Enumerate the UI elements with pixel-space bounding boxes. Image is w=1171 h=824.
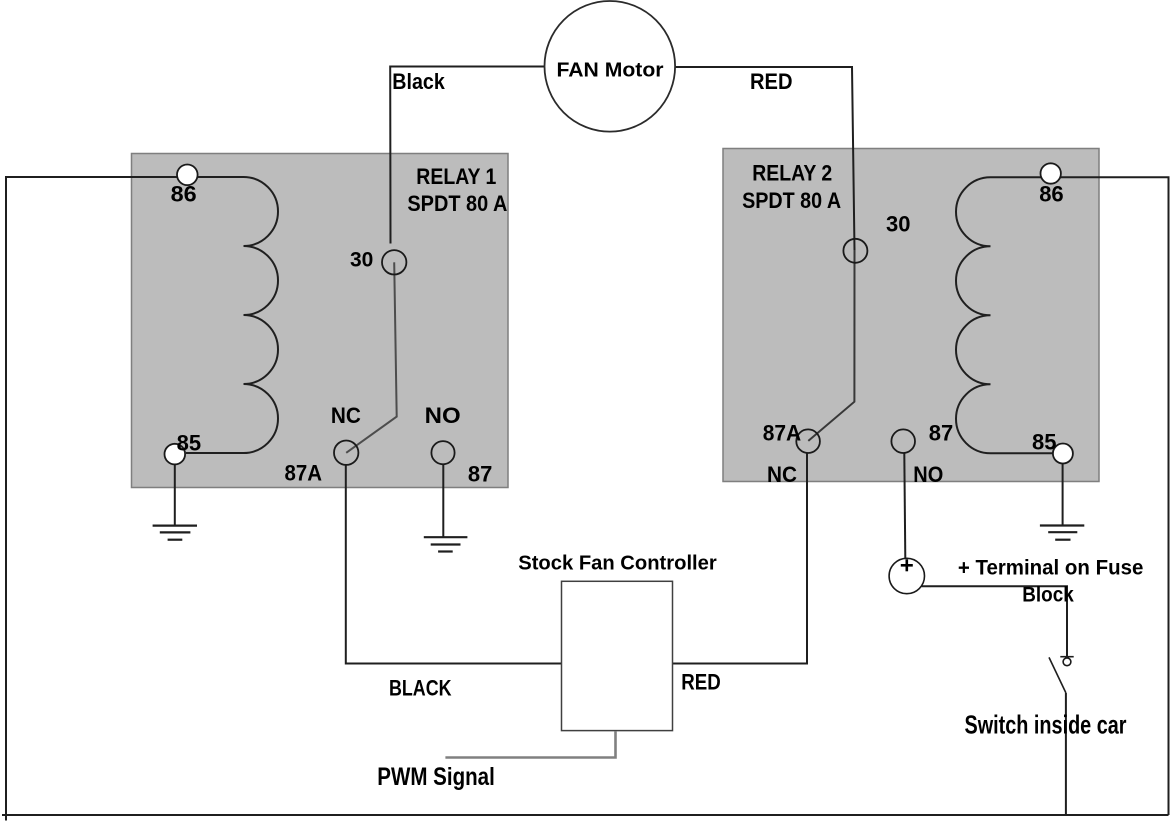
svg-text:Switch inside car: Switch inside car: [965, 710, 1127, 740]
svg-text:87A: 87A: [285, 460, 323, 485]
svg-text:Black: Black: [392, 69, 445, 94]
svg-text:SPDT 80 A: SPDT 80 A: [742, 188, 841, 213]
svg-text:NO: NO: [913, 462, 943, 487]
svg-text:87: 87: [929, 420, 953, 445]
svg-text:NC: NC: [331, 403, 361, 428]
svg-text:SPDT 80 A: SPDT 80 A: [407, 191, 507, 216]
svg-text:NC: NC: [767, 462, 797, 487]
svg-text:86: 86: [1039, 181, 1063, 206]
svg-text:30: 30: [350, 249, 373, 272]
svg-text:85: 85: [177, 431, 201, 456]
svg-text:NO: NO: [425, 403, 461, 428]
svg-text:85: 85: [1032, 429, 1056, 454]
svg-text:30: 30: [886, 212, 910, 237]
svg-text:RELAY 2: RELAY 2: [752, 161, 832, 186]
svg-text:87A: 87A: [763, 420, 802, 445]
svg-text:Block: Block: [1022, 584, 1074, 607]
svg-text:FAN Motor: FAN Motor: [557, 60, 664, 82]
svg-text:PWM Signal: PWM Signal: [377, 763, 495, 791]
svg-text:Stock Fan Controller: Stock Fan Controller: [518, 552, 717, 574]
svg-text:+ Terminal on Fuse: + Terminal on Fuse: [958, 557, 1144, 580]
svg-text:RED: RED: [681, 670, 721, 695]
svg-text:86: 86: [171, 181, 197, 206]
svg-text:RELAY 1: RELAY 1: [416, 164, 496, 189]
svg-text:BLACK: BLACK: [389, 675, 452, 700]
svg-text:RED: RED: [750, 69, 793, 94]
svg-text:87: 87: [468, 462, 492, 487]
